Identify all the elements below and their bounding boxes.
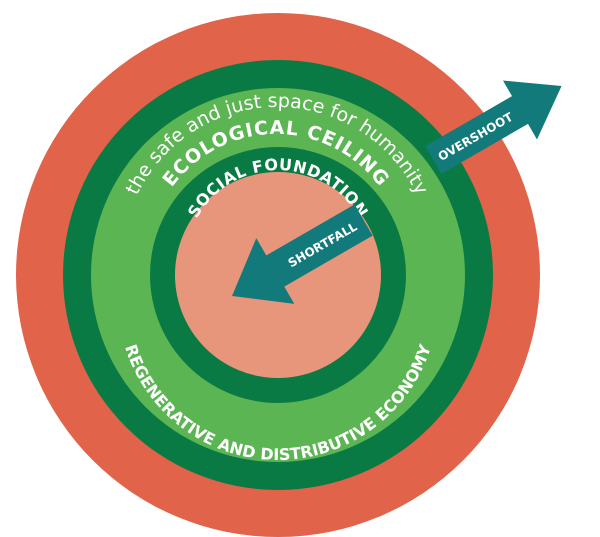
doughnut-svg: ECOLOGICAL CEILING the safe and just spa… [16, 13, 562, 537]
doughnut-diagram: ECOLOGICAL CEILING the safe and just spa… [16, 13, 562, 537]
